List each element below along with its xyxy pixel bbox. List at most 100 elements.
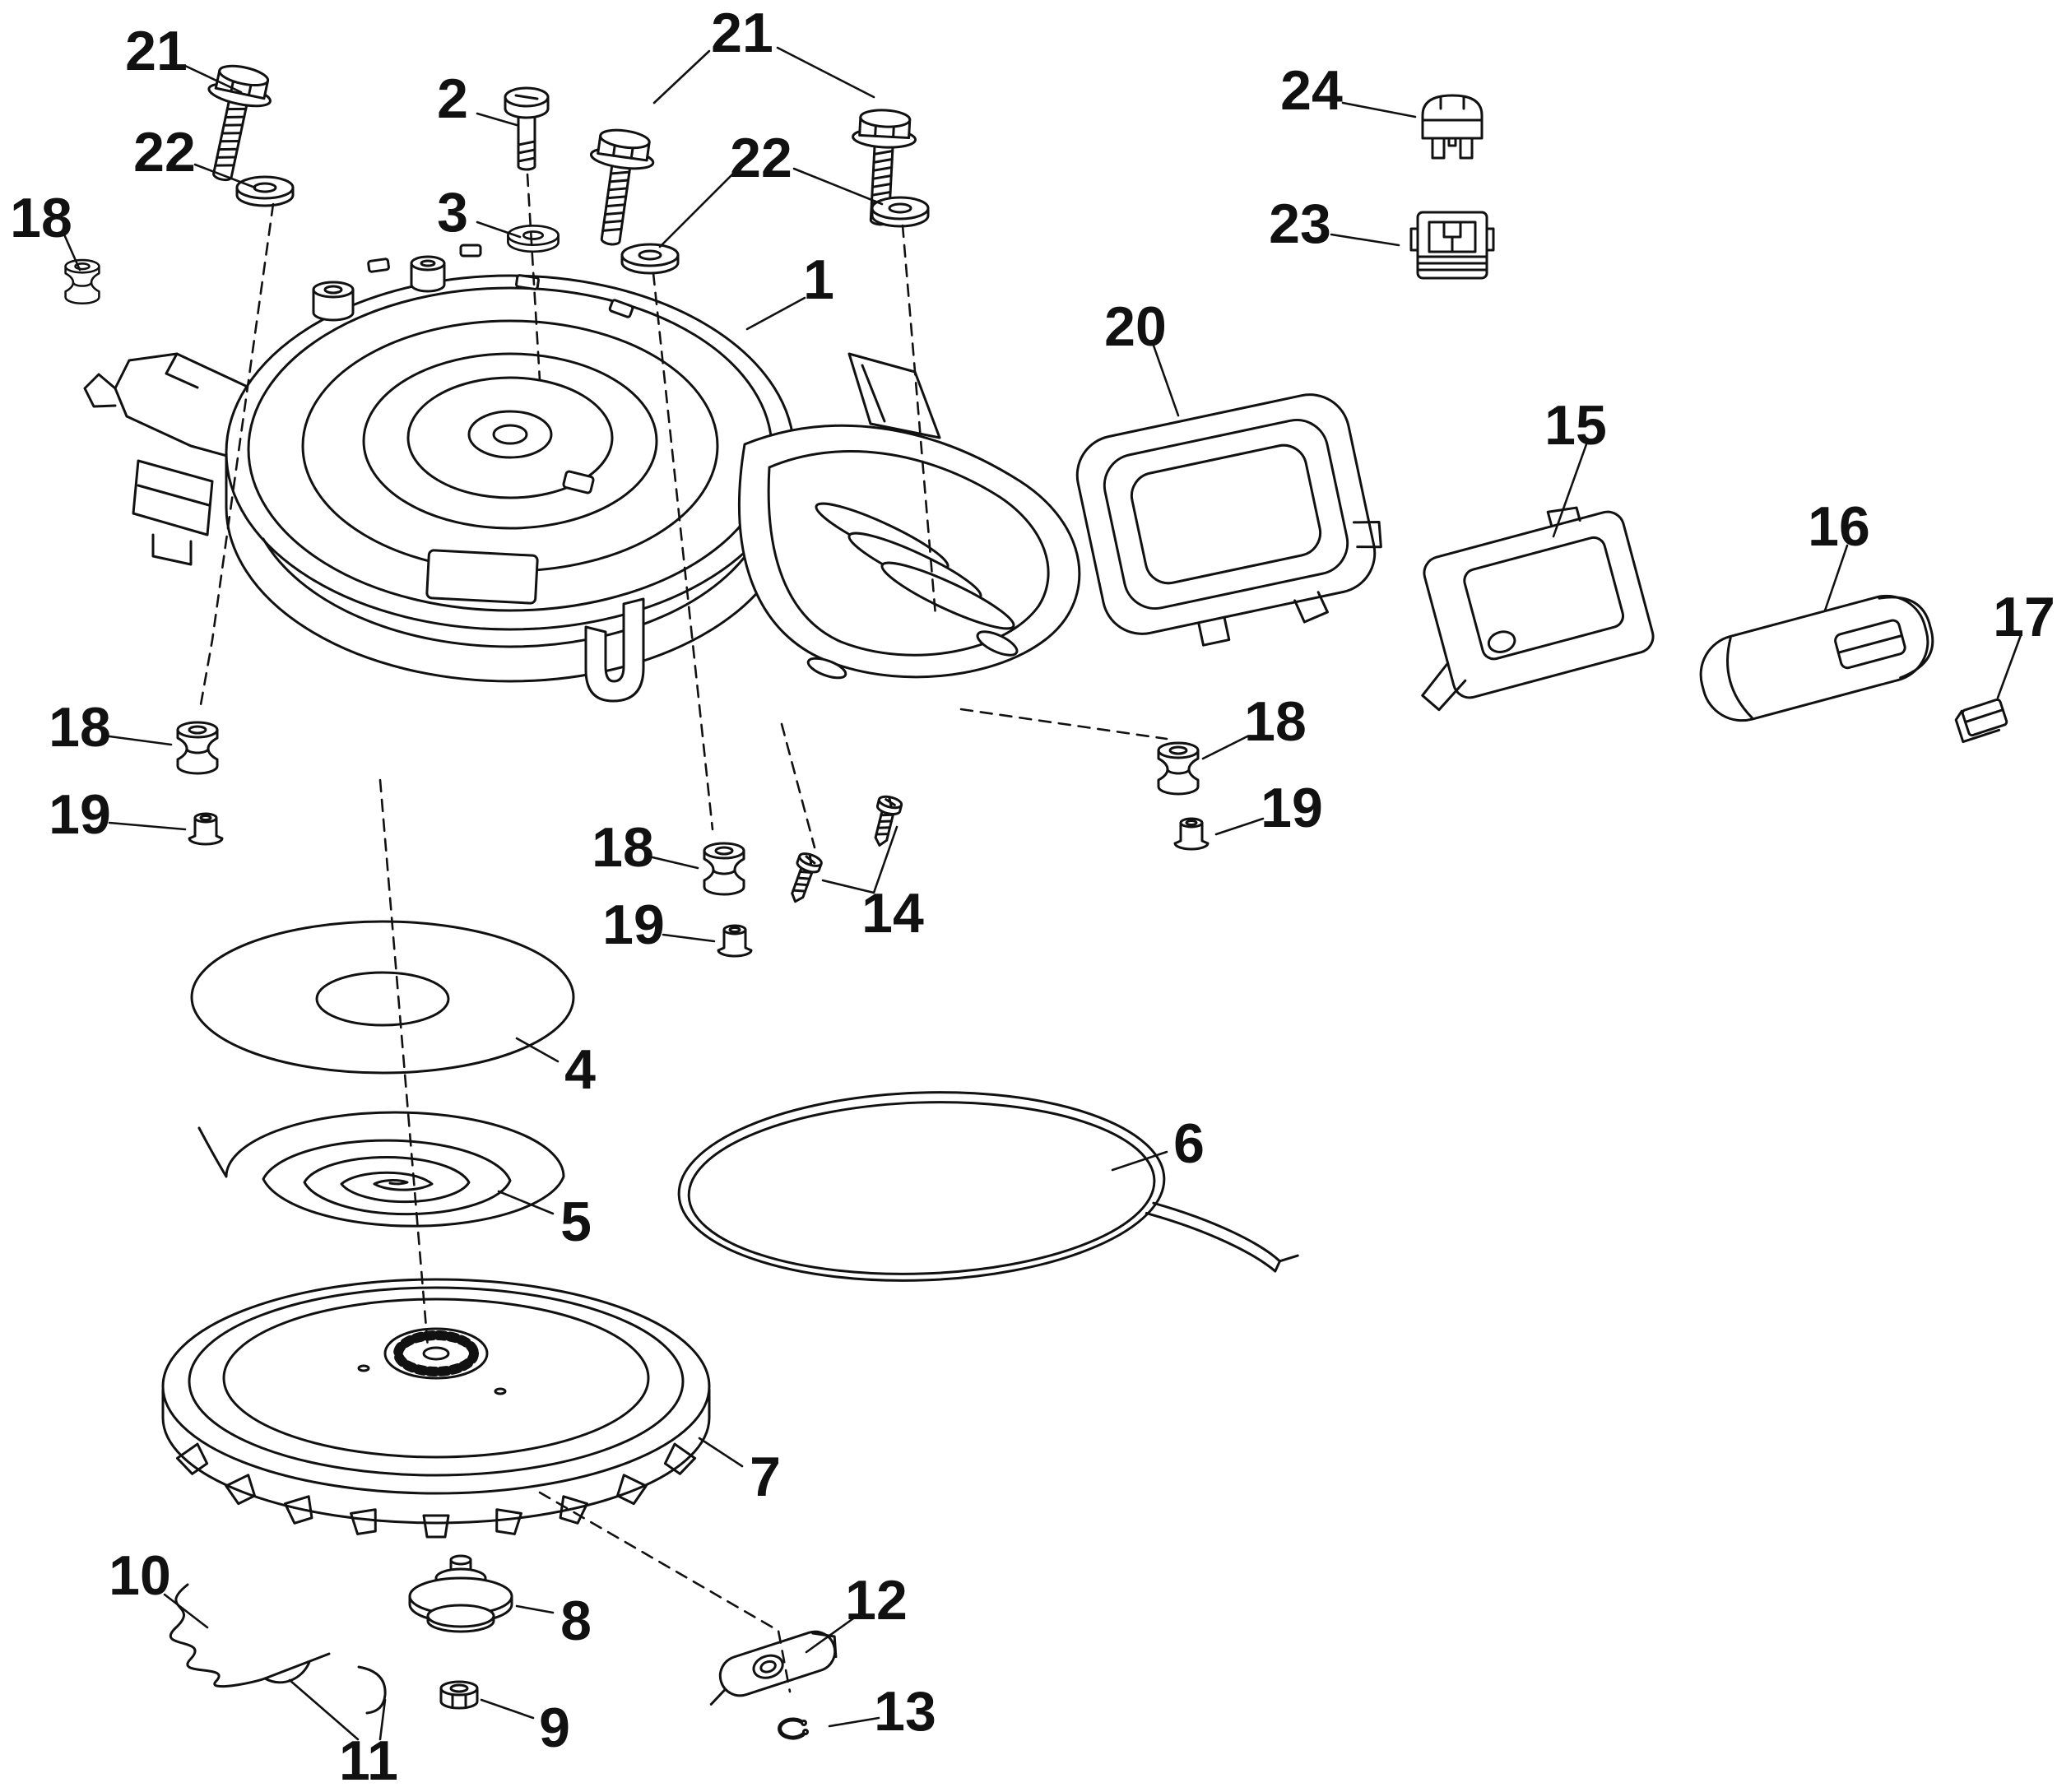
- callout-6-starter-rope-ring: 6: [1173, 1112, 1205, 1175]
- leader-line-18-rubber-mount-grommet: [108, 735, 173, 746]
- part-22-washer: [620, 243, 680, 275]
- part-18-grommet: [1157, 741, 1200, 796]
- callout-19-spacer-sleeve: 19: [1261, 777, 1323, 839]
- leader-line-9-lock-nut: [480, 1698, 535, 1720]
- part-14-screw: [866, 793, 904, 850]
- part-5-recoil-spring: [197, 1111, 565, 1228]
- part-15-handle-anchor-bracket: [1421, 506, 1655, 712]
- callout-19-spacer-sleeve: 19: [49, 783, 111, 846]
- callout-1-recoil-starter-housing: 1: [803, 248, 834, 311]
- part-18-grommet: [64, 258, 100, 305]
- callout-18-rubber-mount-grommet: 18: [49, 696, 111, 759]
- line-art: [64, 59, 2008, 1740]
- leader-line-2-shoulder-screw: [476, 112, 518, 127]
- leader-line-21-hex-flange-bolt: [183, 64, 243, 94]
- leader-line-12-starter-pawl: [805, 1615, 857, 1654]
- assembly-axis-lines: [198, 173, 1168, 1693]
- callout-24-fuse: 24: [1280, 59, 1343, 122]
- part-6-starter-rope-ring: [677, 1091, 1299, 1282]
- leader-line-4-friction-plate-disc: [515, 1037, 560, 1063]
- part-19-sleeve: [1173, 817, 1210, 851]
- leader-line-24-fuse: [1341, 101, 1417, 118]
- leader-line-3-washer: [476, 221, 522, 239]
- callout-18-rubber-mount-grommet: 18: [10, 187, 72, 249]
- leader-line-11-spring-wire-ends: [288, 1678, 360, 1741]
- part-13-retaining-clip: [778, 1717, 809, 1740]
- leader-line-15-handle-anchor-bracket: [1552, 443, 1588, 538]
- leader-line-18-rubber-mount-grommet: [651, 856, 699, 870]
- leader-line-13-retaining-clip: [828, 1716, 880, 1728]
- callout-15-handle-anchor-bracket: 15: [1544, 394, 1607, 457]
- leader-line-11-spring-wire-ends: [378, 1698, 387, 1741]
- leader-line-16-starter-handle-grip: [1823, 544, 1849, 612]
- callout-16-starter-handle-grip: 16: [1808, 495, 1870, 558]
- leader-line-14-pan-head-screw: [821, 879, 875, 894]
- leader-line-21-hex-flange-bolt: [652, 49, 711, 104]
- leader-line-14-pan-head-screw: [872, 825, 898, 894]
- part-14-screw: [782, 850, 824, 908]
- leader-line-6-starter-rope-ring: [1111, 1150, 1168, 1172]
- part-3-washer: [507, 224, 560, 253]
- leader-line-18-rubber-mount-grommet: [63, 233, 81, 272]
- leader-line-22-flat-washer: [792, 167, 884, 206]
- part-8-spring-retainer-cup: [408, 1554, 513, 1633]
- callout-23-fuse-holder: 23: [1269, 193, 1331, 255]
- leader-line-5-recoil-spring-spiral: [497, 1190, 555, 1215]
- leader-line-19-spacer-sleeve: [1214, 817, 1265, 836]
- callout-12-starter-pawl: 12: [845, 1569, 908, 1632]
- callout-18-rubber-mount-grommet: 18: [592, 816, 654, 879]
- part-18-grommet: [703, 842, 745, 896]
- callout-2-shoulder-screw: 2: [437, 67, 468, 130]
- leader-line-1-recoil-starter-housing: [745, 296, 806, 331]
- callout-10-pawl-spring-wire: 10: [109, 1544, 171, 1607]
- leader-line-18-rubber-mount-grommet: [1201, 735, 1249, 760]
- part-12-starter-pawl: [709, 1630, 838, 1706]
- leader-line-8-spring-retainer-cup: [515, 1604, 555, 1614]
- callout-18-rubber-mount-grommet: 18: [1244, 690, 1307, 753]
- part-24-fuse: [1421, 94, 1484, 160]
- leader-line-23-fuse-holder: [1330, 233, 1400, 247]
- part-21-hex-bolt: [578, 125, 658, 250]
- leader-line-19-spacer-sleeve: [108, 821, 187, 831]
- leader-line-20-handle-retainer-bezel: [1152, 344, 1180, 417]
- callout-9-lock-nut: 9: [539, 1697, 570, 1759]
- callout-22-flat-washer: 22: [730, 127, 792, 189]
- part-2-shoulder-screw: [504, 86, 550, 171]
- leader-line-7-rope-pulley: [698, 1437, 744, 1468]
- part-16-starter-handle-grip: [1699, 594, 1934, 722]
- leader-line-17-rope-anchor-clip: [1996, 634, 2022, 699]
- part-20-handle-retainer-bezel: [1075, 393, 1382, 647]
- part-17-rope-anchor-clip: [1954, 698, 2008, 744]
- callout-4-friction-plate-disc: 4: [564, 1038, 596, 1101]
- leader-line-22-flat-washer: [193, 163, 257, 189]
- part-22-washer: [235, 175, 295, 207]
- leader-line-10-pawl-spring-wire: [163, 1593, 209, 1629]
- leader-line-19-spacer-sleeve: [662, 933, 716, 943]
- callout-7-rope-pulley: 7: [750, 1446, 781, 1508]
- callout-22-flat-washer: 22: [133, 121, 196, 183]
- part-22-washer: [871, 196, 930, 228]
- part-10-pawl-spring-wire: [169, 1583, 331, 1688]
- callout-13-retaining-clip: 13: [874, 1680, 936, 1743]
- part-19-sleeve: [717, 924, 753, 958]
- part-18-grommet: [176, 721, 219, 775]
- callout-14-pan-head-screw: 14: [861, 882, 924, 945]
- part-4-friction-plate: [190, 920, 575, 1075]
- callout-21-hex-flange-bolt: 21: [711, 2, 773, 64]
- part-23-fuse-holder: [1409, 211, 1495, 280]
- leader-line-21-hex-flange-bolt: [776, 46, 875, 99]
- callout-8-spring-retainer-cup: 8: [560, 1590, 592, 1652]
- callout-20-handle-retainer-bezel: 20: [1104, 295, 1167, 358]
- leader-line-22-flat-washer: [658, 173, 734, 248]
- part-9-lock-nut: [439, 1680, 479, 1710]
- part-1-recoil-starter-housing: [83, 244, 1081, 703]
- callout-21-hex-flange-bolt: 21: [125, 20, 188, 82]
- callout-19-spacer-sleeve: 19: [602, 894, 665, 956]
- callout-17-rope-anchor-clip: 17: [1993, 586, 2055, 648]
- part-7-rope-pulley: [161, 1278, 711, 1539]
- part-11-spring-wire-end: [357, 1665, 387, 1715]
- callout-3-washer: 3: [437, 181, 468, 244]
